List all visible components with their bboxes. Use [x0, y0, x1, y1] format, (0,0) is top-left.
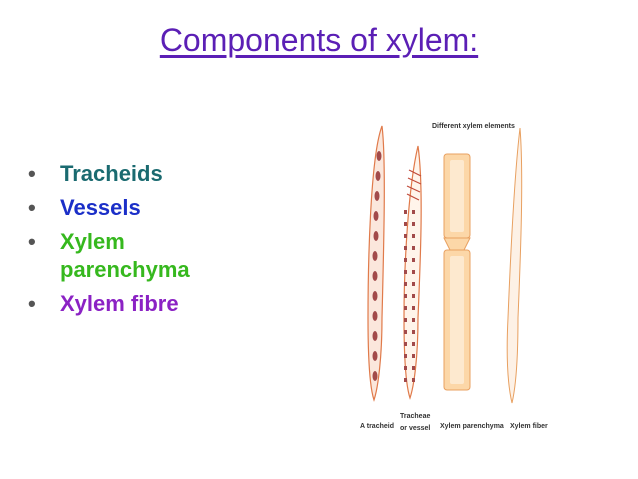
bullet-list: • Tracheids • Vessels • Xylem parenchyma… [28, 160, 258, 324]
label-vessel-line1: Tracheae [400, 413, 430, 420]
bullet-icon: • [28, 229, 36, 254]
label-parenchyma: Xylem parenchyma [440, 423, 504, 430]
bullet-item-vessels: • Vessels [28, 194, 258, 222]
bullet-text: Vessels [60, 195, 141, 220]
label-vessel-line2: or vessel [400, 425, 430, 432]
bullet-icon: • [28, 195, 36, 220]
fiber-drawing [506, 127, 523, 404]
bullet-text: Xylem parenchyma [60, 229, 190, 282]
bullet-icon: • [28, 161, 36, 186]
bullet-text: Xylem fibre [60, 291, 179, 316]
label-fiber: Xylem fiber [510, 423, 548, 430]
xylem-elements-figure: Different xylem elements [352, 118, 588, 440]
slide-title: Components of xylem: [159, 22, 479, 58]
vessel-drawing [403, 145, 422, 400]
figure-heading: Different xylem elements [432, 123, 515, 130]
bullet-icon: • [28, 291, 36, 316]
xylem-diagram: Different xylem elements [360, 123, 548, 432]
tracheid-drawing [367, 125, 385, 402]
parenchyma-drawing [443, 153, 471, 391]
bullet-item-xylem-fibre: • Xylem fibre [28, 290, 258, 318]
bullet-text: Tracheids [60, 161, 163, 186]
label-tracheid: A tracheid [360, 423, 394, 430]
bullet-item-xylem-parenchyma: • Xylem parenchyma [28, 228, 258, 284]
bullet-item-tracheids: • Tracheids [28, 160, 258, 188]
